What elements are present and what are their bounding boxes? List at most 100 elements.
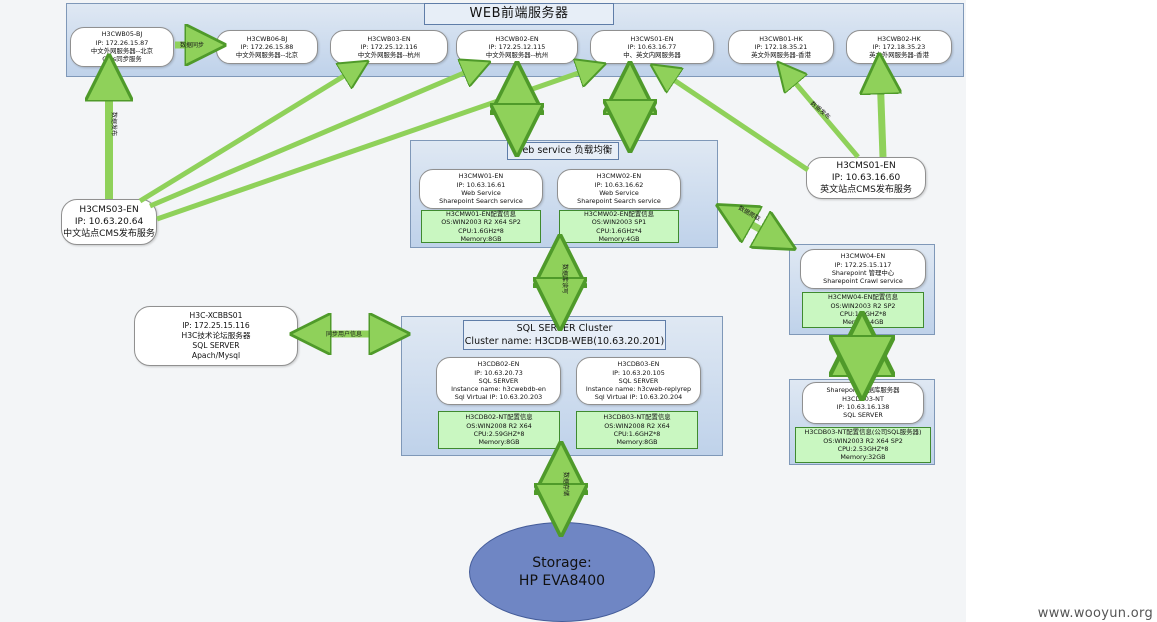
web-frontend-title: WEB前端服务器 [424,3,614,25]
text-line: H3CWS01-EN [630,34,674,43]
text-line: H3CDB03-NT配置信息(公司SQL服务器) [804,428,922,437]
text-line: IP: 10.63.16.62 [594,180,644,189]
text-line: H3C-XCBBS01 [189,311,243,321]
label-db-access: 数据库读写 [561,264,569,294]
text-line: CPU:2.53GHZ*8 [837,445,889,453]
arrow-cmscn-to-h3cwb02 [149,67,478,209]
text-line: IP: 172.25.12.115 [488,42,546,51]
text-line: IP: 172.18.35.21 [754,42,808,51]
text-line: IP: 10.63.16.77 [627,42,677,51]
text-line: Memory:32GB [840,453,886,462]
text-line: OS:WIN2003 R2 X64 SP2 [823,436,903,445]
arrow-cmsen-to-h3cwb01 [786,72,860,159]
text-line: IP: 172.25.15.116 [182,321,250,331]
text-line: Sharepoint Crawl service [823,277,903,286]
text-line: H3CWB02-EN [495,34,539,43]
text-line: IP: 172.25.12.116 [360,42,418,51]
text-line: IP: 10.63.20.73 [474,368,523,377]
text-line: Sharepoint Search service [577,197,661,206]
text-line: Memory:4GB [598,234,640,243]
text-line: 中、英文内网服务器 [623,51,681,60]
text-line: Web Service [599,189,639,197]
text-line: Instance name: h3cweb-replyrep [585,385,692,394]
text-line: Sharepoint Search service [439,197,523,206]
text-line: IP: 10.63.16.61 [456,180,506,189]
text-line: H3CMW01-EN [458,172,504,181]
text-line: 英文外网服务器-香港 [751,51,811,60]
spec-h3cdb03-nt: H3CDB03-NT配置信息(公司SQL服务器)OS:WIN2003 R2 X6… [795,427,931,463]
text-line: SQL SERVER [618,376,659,385]
text-line: SQL SERVER [478,376,519,385]
text-line: H3CMS01-EN [836,160,896,171]
text-line: 中文外网服务器--杭州 [357,51,421,60]
watermark: www.wooyun.org [1037,606,1153,621]
arrows-layer: 数据同步 数据发布 数据发布 数据爬取 数据库读写 同步用户信息 数据存储 [0,0,966,622]
text-line: H3CWB03-EN [367,34,411,43]
label-bj-sync: 数据同步 [180,41,204,49]
text-line: 中文外网服务器--北京 [235,51,299,60]
text-line: CPU:1.6GHz*8 [458,226,504,235]
text-line: H3CDB03-EN [617,360,660,369]
label-storage: 数据存储 [562,472,570,496]
storage-line2: HP EVA8400 [518,573,606,589]
arrow-cmscn-to-h3cwb03 [138,68,357,204]
text-line: IP: 10.63.20.105 [612,368,665,377]
arrow-cmsen-to-h3cwb02hk [880,72,883,158]
text-line: H3CWB06-BJ [246,34,288,43]
text-line: H3CMS03-EN [79,204,139,215]
text-line: Web Service [461,189,501,197]
text-line: H3CDB02-NT配置信息 [465,413,533,422]
text-line: IP: 172.18.35.23 [872,42,926,51]
text-line: OS:WIN2008 R2 X64 [604,421,670,430]
text-line: H3CWB05-BJ [101,30,143,39]
sql-cluster-title-line2: Cluster name: H3CDB-WEB(10.63.20.201) [464,336,665,347]
label-cn-publish: 数据发布 [110,112,118,136]
label-forum-sync: 同步用户信息 [326,330,362,338]
text-line: H3CDB02-EN [477,360,520,369]
text-line: H3CMW02-EN配置信息 [584,209,654,218]
text-line: IP: 172.26.15.88 [240,42,294,51]
text-line: H3C技术论坛服务器 [181,331,251,341]
text-line: Memory:8GB [460,234,502,243]
text-line: 中文外网服务器--杭州 [485,51,549,60]
arrow-cmsen-to-h3cws01 [662,72,810,173]
text-line: IP: 172.26.15.87 [95,38,149,47]
text-line: H3CWB02-HK [877,34,921,43]
text-line: Sharepoint 管理中心 [831,269,895,277]
text-line: H3CMW04-EN [840,252,886,261]
text-line: SQL SERVER [192,340,240,350]
text-line: CPU:1.6GHZ*8 [613,430,661,438]
text-line: OS:WIN2003 R2 X64 SP2 [441,218,521,227]
label-en-publish: 数据发布 [809,99,833,121]
text-line: CPU:2.59GHZ*8 [473,430,525,438]
text-line: 中文站点CMS发布服务 [63,229,155,240]
text-line: H3CMW01-EN配置信息 [446,209,516,218]
text-line: H3CMW04-EN配置信息 [828,293,898,302]
text-line: Memory:8GB [616,438,658,447]
arrow-cmscn-to-h3cws01 [156,68,593,222]
storage-line1: Storage: [532,554,592,571]
arrow-crawl [733,214,779,240]
text-line: Sql Virtual IP: 10.63.20.204 [594,393,683,402]
text-line: 中文外网服务器--北京 [90,47,154,55]
text-line: H3CDB03-NT配置信息 [603,413,671,422]
text-line: IP: 172.25.15.117 [834,260,892,269]
text-line: SQL SERVER [843,411,883,420]
text-line: IP: 10.63.20.64 [74,216,144,227]
text-line: IP: 10.63.16.138 [836,403,890,411]
text-line: H3CMW02-EN [596,172,642,181]
text-line: 英文站点CMS发布服务 [820,185,912,196]
